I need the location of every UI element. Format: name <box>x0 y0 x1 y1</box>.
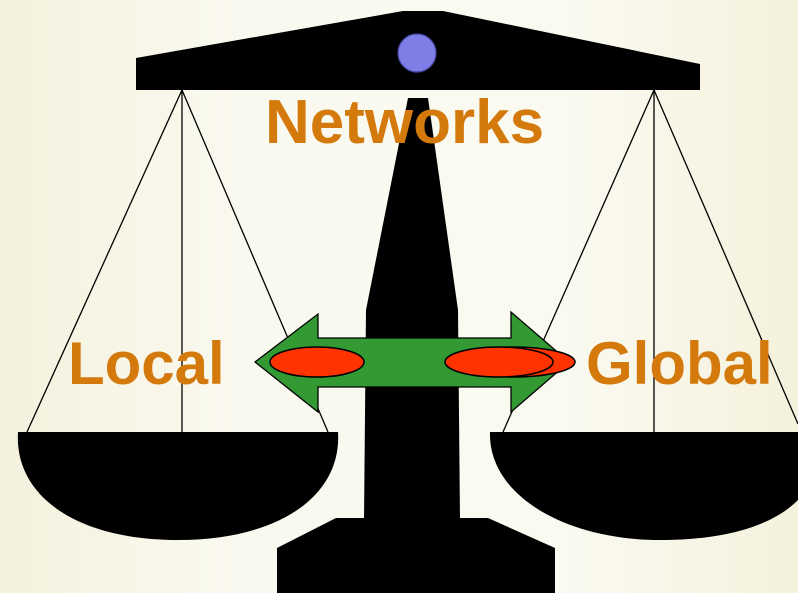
scale-base <box>277 518 555 593</box>
left-pan <box>17 432 339 540</box>
local-label: Local <box>68 330 225 397</box>
scale-pillar <box>364 98 460 520</box>
left-weight-icon <box>269 346 365 378</box>
pivot-knob-icon <box>397 33 437 73</box>
right-pan <box>489 432 798 540</box>
networks-label: Networks <box>265 88 545 157</box>
right-weight-front-icon <box>444 346 554 378</box>
global-label: Global <box>586 330 773 397</box>
